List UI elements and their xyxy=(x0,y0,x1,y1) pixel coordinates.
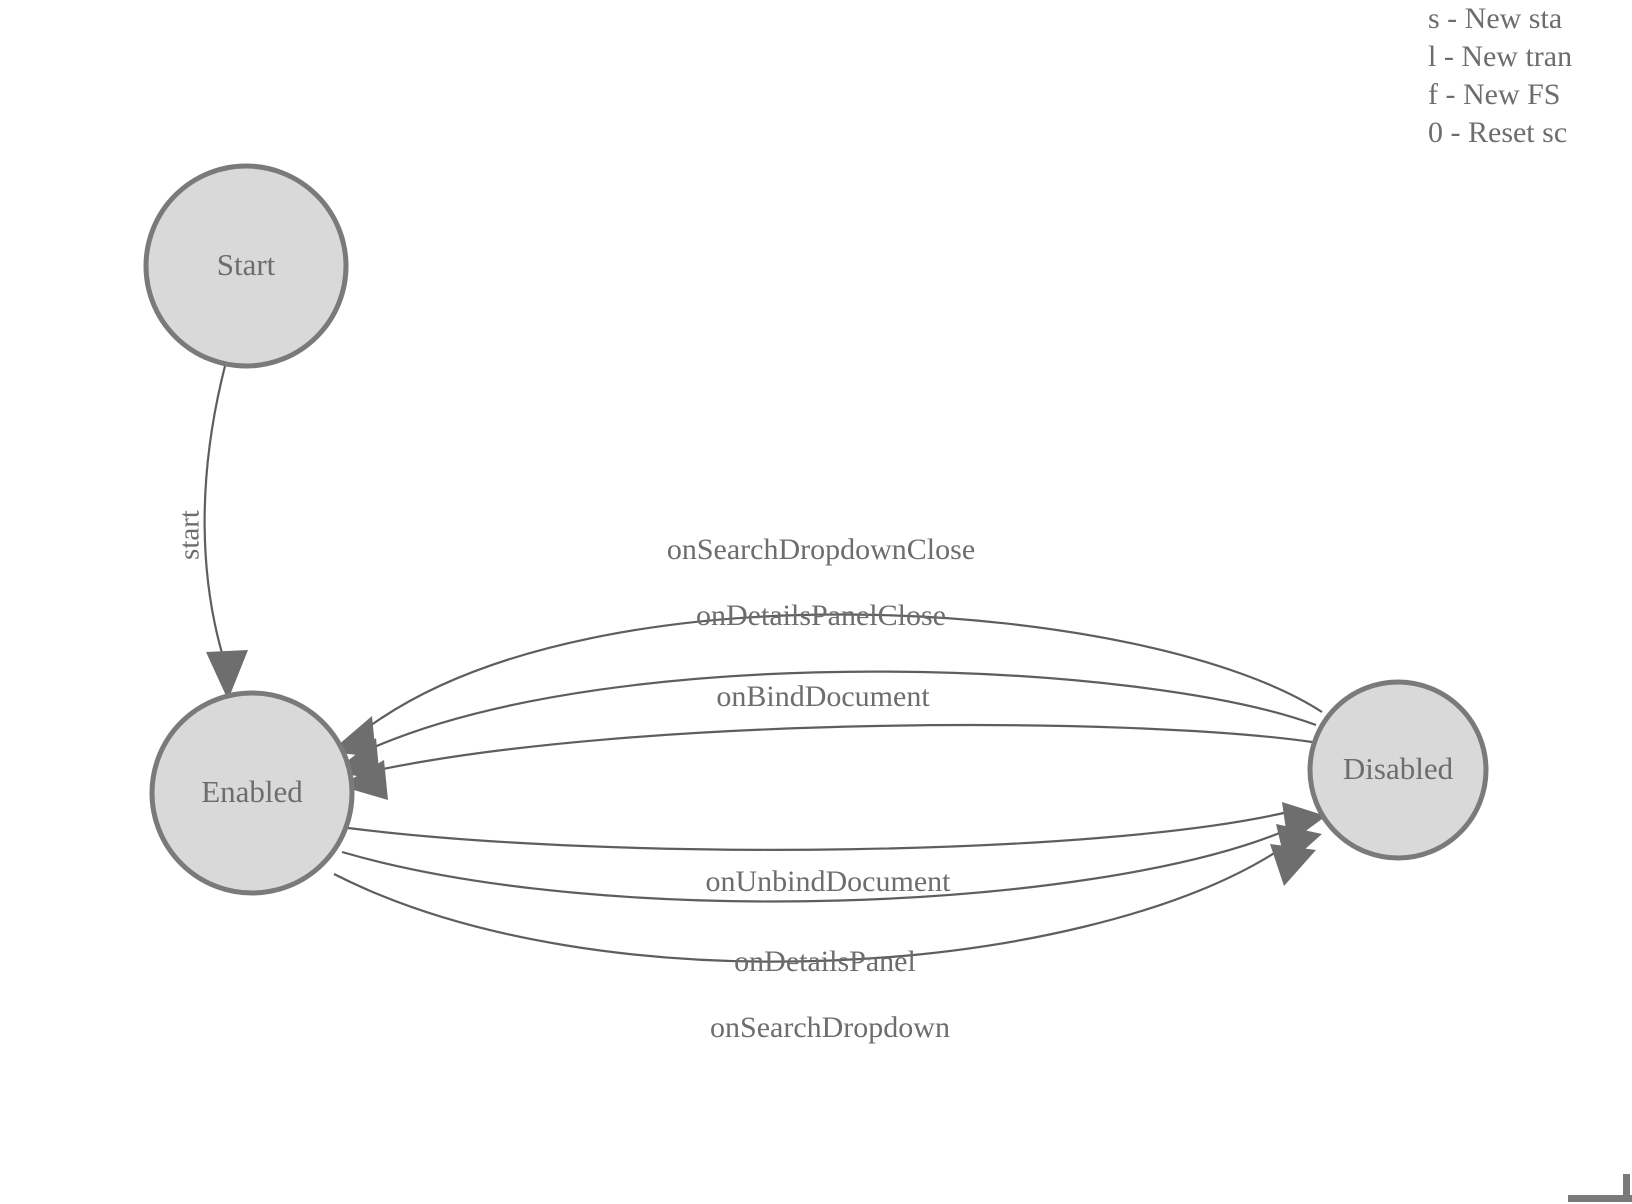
transition-path[interactable] xyxy=(369,613,1323,727)
legend-line-reset: 0 - Reset sc xyxy=(1428,116,1568,149)
state-label: Enabled xyxy=(201,774,303,809)
arrowhead-icon xyxy=(340,760,388,800)
legend-line-new-state: s - New sta xyxy=(1428,2,1563,35)
transition-label-onSearchDropdownClose: onSearchDropdownClose xyxy=(667,533,975,566)
transition-path[interactable] xyxy=(377,723,1313,772)
state-label: Disabled xyxy=(1343,751,1454,786)
shortcut-legend: s - New sta l - New tran f - New FS 0 - … xyxy=(1428,0,1632,152)
arrowhead-icon xyxy=(206,650,248,700)
transition-path[interactable] xyxy=(347,810,1289,851)
state-node-disabled[interactable]: Disabled xyxy=(1307,679,1489,861)
state-circle[interactable] xyxy=(149,690,355,896)
transition-label-start: start xyxy=(174,510,206,560)
transition-onUnbindDocument[interactable] xyxy=(347,802,1326,851)
transition-path[interactable] xyxy=(333,851,1277,963)
transition-label-onDetailsPanelClose: onDetailsPanelClose xyxy=(696,599,946,632)
transition-label-onDetailsPanel: onDetailsPanel xyxy=(734,945,916,978)
transition-label-onBindDocument: onBindDocument xyxy=(716,680,930,713)
transition-start[interactable] xyxy=(203,365,248,700)
state-label: Start xyxy=(217,247,276,282)
legend-line-new-fsm: f - New FS xyxy=(1428,78,1561,111)
transition-path[interactable] xyxy=(371,670,1317,750)
state-node-start[interactable]: Start xyxy=(143,163,349,369)
transition-label-onUnbindDocument: onUnbindDocument xyxy=(706,865,952,898)
transition-path[interactable] xyxy=(341,830,1283,903)
state-circle[interactable] xyxy=(1307,679,1489,861)
arrowhead-icon xyxy=(1270,844,1316,886)
state-node-enabled[interactable]: Enabled xyxy=(149,690,355,896)
legend-line-new-transition: l - New tran xyxy=(1428,40,1573,73)
transition-label-onSearchDropdown: onSearchDropdown xyxy=(710,1011,950,1044)
transition-onSearchDropdown[interactable] xyxy=(333,844,1316,963)
transition-onBindDocument[interactable] xyxy=(340,723,1313,800)
state-circle[interactable] xyxy=(143,163,349,369)
transition-path[interactable] xyxy=(203,365,227,661)
